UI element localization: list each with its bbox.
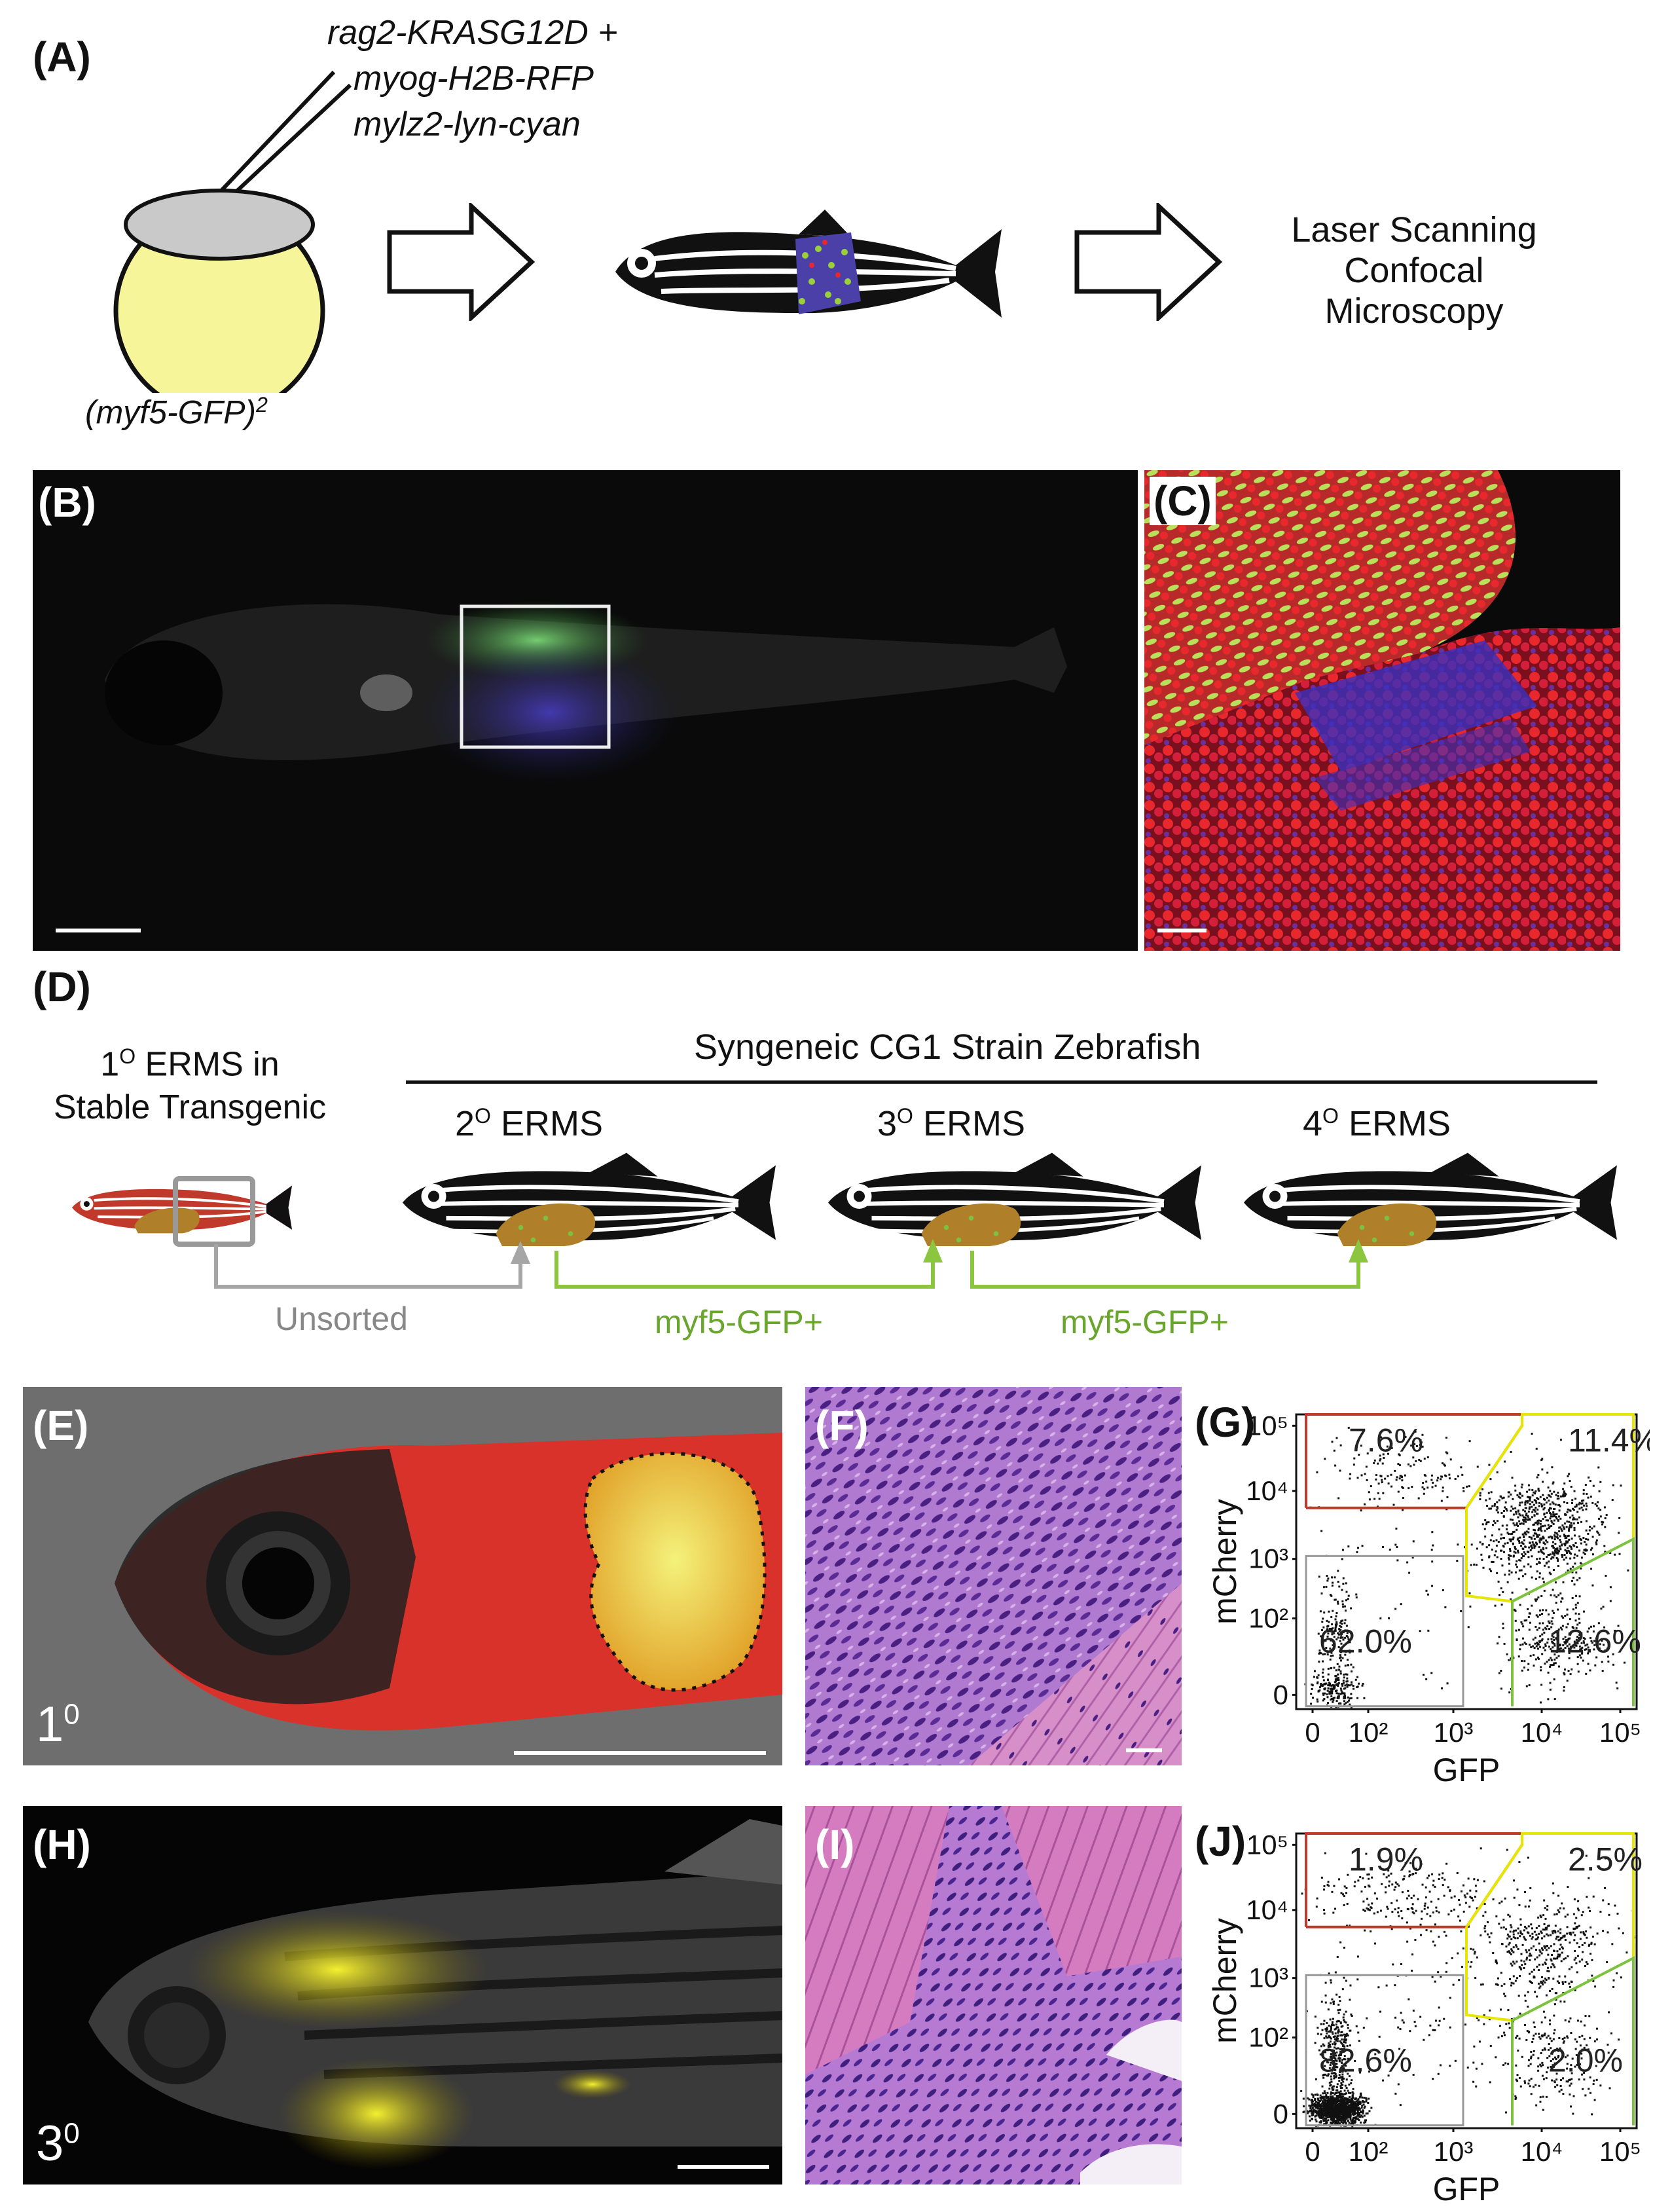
gate-green bbox=[1511, 1537, 1635, 1706]
y-axis-label: mCherry bbox=[1207, 1918, 1243, 2044]
panel-a-label: (A) bbox=[33, 33, 91, 81]
gate-gray bbox=[1305, 1974, 1464, 2127]
panel-i-image bbox=[805, 1806, 1182, 2184]
unsorted-label: Unsorted bbox=[275, 1300, 408, 1337]
panel-j-flow-plot: 1.9% 2.5% 82.6% 2.0% 0 10² 10³ 10⁴ 10⁵ 0 10² 10³ 10⁴… bbox=[1207, 1829, 1643, 2207]
gate-percent: 7.6% bbox=[1349, 1422, 1423, 1458]
scale-bar bbox=[1157, 929, 1207, 932]
primary-ermS-label: 1O ERMS in Stable Transgenic bbox=[53, 1044, 327, 1127]
panel-d-label: (D) bbox=[33, 963, 91, 1010]
events bbox=[1300, 1847, 1635, 2128]
panel-e-stage: 10 bbox=[36, 1697, 80, 1752]
transplant-schematic bbox=[72, 1139, 1653, 1289]
events bbox=[1304, 1426, 1629, 1708]
x-tick-label: 10³ bbox=[1434, 1717, 1474, 1748]
sorted-label-1: myf5-GFP+ bbox=[655, 1304, 823, 1340]
y-tick-label: 10² bbox=[1248, 1603, 1288, 1634]
gate-percent: 11.4% bbox=[1568, 1422, 1650, 1458]
scale-bar bbox=[514, 1751, 766, 1755]
y-tick-label: 10³ bbox=[1248, 1963, 1288, 1993]
embryo-cell-cap bbox=[124, 189, 315, 261]
method-line-1: Laser Scanning bbox=[1291, 210, 1537, 249]
gate-gray bbox=[1305, 1555, 1464, 1708]
panel-e-image bbox=[23, 1387, 782, 1765]
panel-j-label: (J) bbox=[1195, 1818, 1246, 1865]
tertiary-ermS-label: 3O ERMS bbox=[877, 1104, 1025, 1143]
y-tick-label: 10⁴ bbox=[1246, 1475, 1288, 1506]
method-line-2: Confocal bbox=[1344, 251, 1484, 290]
fish-tumor-schematic bbox=[615, 210, 1002, 318]
gate-green bbox=[1511, 1956, 1635, 2126]
scale-bar bbox=[56, 929, 141, 932]
gate-percent: 62.0% bbox=[1319, 1623, 1412, 1659]
y-tick-label: 10⁴ bbox=[1246, 1894, 1288, 1925]
construct-line-1: rag2-KRASG12D + bbox=[327, 14, 618, 52]
gate-percent: 12.6% bbox=[1548, 1623, 1641, 1659]
method-line-3: Microscopy bbox=[1324, 291, 1504, 331]
x-tick-label: 10² bbox=[1349, 2136, 1389, 2167]
x-tick-label: 0 bbox=[1305, 2136, 1320, 2167]
x-tick-label: 0 bbox=[1305, 1717, 1320, 1748]
x-axis-label: GFP bbox=[1433, 1752, 1500, 1788]
sorted-label-2: myf5-GFP+ bbox=[1061, 1304, 1229, 1340]
x-tick-label: 10⁴ bbox=[1521, 1717, 1563, 1748]
embryo-injection-diagram bbox=[113, 70, 352, 393]
panel-f-image bbox=[805, 1387, 1182, 1765]
y-tick-label: 0 bbox=[1273, 1679, 1288, 1710]
construct-line-3: mylz2-lyn-cyan bbox=[354, 105, 581, 143]
panel-i-label: (I) bbox=[815, 1821, 855, 1868]
gate-yellow bbox=[1465, 1413, 1635, 1603]
scale-bar bbox=[678, 2165, 769, 2169]
secondary-ermS-label: 2O ERMS bbox=[455, 1104, 603, 1143]
panel-b-image bbox=[33, 470, 1138, 951]
tumor-region bbox=[795, 232, 861, 314]
panel-h-label: (H) bbox=[33, 1821, 91, 1868]
panel-c-image bbox=[1144, 470, 1620, 951]
y-tick-label: 0 bbox=[1273, 2098, 1288, 2129]
arrow-right-1-icon bbox=[387, 203, 536, 321]
panel-f-label: (F) bbox=[815, 1402, 869, 1449]
method-label: Laser Scanning Confocal Microscopy bbox=[1263, 210, 1565, 331]
x-tick-label: 10² bbox=[1349, 1717, 1389, 1748]
gate-percent: 2.0% bbox=[1548, 2042, 1623, 2078]
gate-percent: 82.6% bbox=[1319, 2042, 1412, 2078]
panel-h-stage: 30 bbox=[36, 2116, 80, 2171]
y-tick-label: 10² bbox=[1248, 2022, 1288, 2053]
gate-percent: 1.9% bbox=[1349, 1841, 1423, 1877]
embryo-genotype-label: (myf5-GFP)2 bbox=[85, 393, 268, 431]
gate-percent: 2.5% bbox=[1568, 1841, 1643, 1877]
y-tick-label: 10⁵ bbox=[1246, 1410, 1288, 1441]
panel-g-flow-plot: 7.6% 11.4% 62.0% 12.6% 0 10² 10³ 10⁴ 10⁵ 0 10² 10³ 1… bbox=[1207, 1410, 1650, 1788]
panel-h-image bbox=[23, 1806, 782, 2184]
arrow-right-2-icon bbox=[1074, 203, 1223, 321]
syngeneic-underline bbox=[406, 1080, 1597, 1084]
x-tick-label: 10⁴ bbox=[1521, 2136, 1563, 2167]
gate-yellow bbox=[1465, 1832, 1635, 2022]
scale-bar bbox=[1126, 1748, 1162, 1752]
y-axis-label: mCherry bbox=[1207, 1499, 1243, 1625]
quaternary-ermS-label: 4O ERMS bbox=[1303, 1104, 1451, 1143]
panel-e-label: (E) bbox=[33, 1402, 89, 1449]
panel-c-label: (C) bbox=[1150, 477, 1216, 525]
panel-g-label: (G) bbox=[1195, 1399, 1256, 1446]
zoom-region-box bbox=[460, 604, 611, 749]
y-tick-label: 10³ bbox=[1248, 1543, 1288, 1574]
x-axis-label: GFP bbox=[1433, 2171, 1500, 2207]
construct-line-2: myog-H2B-RFP bbox=[354, 60, 594, 98]
syngeneic-header: Syngeneic CG1 Strain Zebrafish bbox=[694, 1027, 1201, 1067]
y-tick-label: 10⁵ bbox=[1246, 1829, 1288, 1860]
x-tick-label: 10⁵ bbox=[1599, 2136, 1641, 2167]
x-tick-label: 10³ bbox=[1434, 2136, 1474, 2167]
panel-b-label: (B) bbox=[38, 479, 96, 526]
x-tick-label: 10⁵ bbox=[1599, 1717, 1641, 1748]
